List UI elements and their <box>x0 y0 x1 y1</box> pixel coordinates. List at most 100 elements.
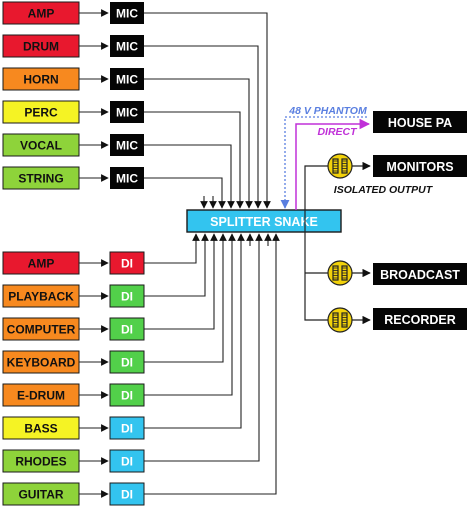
di-to-splitter-wire <box>144 233 209 297</box>
transformer-disc <box>327 153 353 179</box>
di-to-splitter-wire <box>144 233 236 396</box>
di-label: DI <box>121 455 133 469</box>
di-source-keyboard-label: KEYBOARD <box>7 356 76 370</box>
mic-label: MIC <box>116 40 138 54</box>
mic-source-drum-label: DRUM <box>23 40 59 54</box>
direct-annotation: DIRECT <box>317 126 358 138</box>
output-house-pa: HOUSE PA <box>373 111 467 133</box>
di-label: DI <box>121 422 133 436</box>
di-to-splitter-wire <box>144 233 263 462</box>
broadcast-label: BROADCAST <box>380 268 460 282</box>
di-source-guitar-label: GUITAR <box>18 488 63 502</box>
output-monitors: MONITORS <box>373 155 467 177</box>
di-source-e-drum-box <box>2 383 80 407</box>
mic-label: MIC <box>116 73 138 87</box>
di-label: DI <box>121 257 133 271</box>
mic-box <box>110 101 144 123</box>
mic-box <box>110 2 144 24</box>
mic-label: MIC <box>116 106 138 120</box>
di-source-computer-box <box>2 317 80 341</box>
di-box <box>109 449 145 473</box>
mic-box <box>110 167 144 189</box>
output-wires <box>280 116 371 325</box>
isolation-transformer-icon <box>327 307 353 333</box>
mic-to-splitter-wire <box>144 177 226 209</box>
mic-box <box>110 35 144 57</box>
di-label: DI <box>121 356 133 370</box>
di-box <box>109 251 145 275</box>
di-box <box>109 416 145 440</box>
direct-line <box>295 118 371 210</box>
mic-source-amp-box <box>2 1 80 25</box>
monitors-box <box>373 155 467 177</box>
di-source-keyboard-box <box>2 350 80 374</box>
mic-source-amp-label: AMP <box>28 7 55 21</box>
recorder-box <box>373 308 467 330</box>
di-source-rhodes-box <box>2 449 80 473</box>
mic-source-perc-label: PERC <box>24 106 58 120</box>
di-source-e-drum-label: E-DRUM <box>17 389 65 403</box>
connection-wires <box>79 9 280 498</box>
di-source-amp-label: AMP <box>28 257 55 271</box>
mic-source-perc-box <box>2 100 80 124</box>
mic-source-string-box <box>2 166 80 190</box>
mic-source-horn-label: HORN <box>23 73 58 87</box>
mic-to-splitter-wire <box>144 78 253 209</box>
source-column: AMPDRUMHORNPERCVOCALSTRINGAMPPLAYBACKCOM… <box>2 1 80 506</box>
di-source-amp-box <box>2 251 80 275</box>
mic-box <box>110 68 144 90</box>
di-to-splitter-wire <box>144 233 227 363</box>
output-recorder: RECORDER <box>373 308 467 330</box>
mic-source-horn-box <box>2 67 80 91</box>
di-source-bass-label: BASS <box>24 422 57 436</box>
mic-label: MIC <box>116 7 138 21</box>
isolated-trunk-bottom <box>304 232 328 321</box>
di-label: DI <box>121 389 133 403</box>
di-label: DI <box>121 488 133 502</box>
broadcast-box <box>373 263 467 285</box>
mic-label: MIC <box>116 139 138 153</box>
di-label: DI <box>121 290 133 304</box>
monitors-label: MONITORS <box>386 160 453 174</box>
transformer-disc <box>327 307 353 333</box>
di-to-splitter-wire <box>144 233 200 264</box>
di-source-computer-label: COMPUTER <box>7 323 76 337</box>
di-box <box>109 350 145 374</box>
mic-source-drum-box <box>2 34 80 58</box>
isolation-transformer-icon <box>327 260 353 286</box>
mic-to-splitter-wire <box>144 45 262 209</box>
isolated-trunk-top <box>304 165 328 232</box>
house-pa-label: HOUSE PA <box>388 116 452 130</box>
di-label: DI <box>121 323 133 337</box>
di-source-bass-box <box>2 416 80 440</box>
mic-di-column: MIC MIC MIC MIC MIC MIC DI DI DI DI DI DI DI DI <box>109 2 145 506</box>
di-box <box>109 317 145 341</box>
di-box <box>109 482 145 506</box>
di-box <box>109 284 145 308</box>
recorder-label: RECORDER <box>384 313 456 327</box>
output-broadcast: BROADCAST <box>373 263 467 285</box>
splitter-box <box>186 209 342 233</box>
di-to-splitter-wire <box>144 233 245 429</box>
mic-source-vocal-box <box>2 133 80 157</box>
mic-source-string-label: STRING <box>18 172 63 186</box>
di-source-guitar-box <box>2 482 80 506</box>
transformer-disc <box>327 260 353 286</box>
mic-to-splitter-wire <box>144 12 271 209</box>
mic-box <box>110 134 144 156</box>
di-source-playback-box <box>2 284 80 308</box>
mic-to-splitter-wire <box>144 111 244 209</box>
isolation-transformer-icon <box>327 153 353 179</box>
splitter-snake: SPLITTER SNAKE <box>186 209 342 233</box>
di-box <box>109 383 145 407</box>
isolated-annotation: ISOLATED OUTPUT <box>334 184 434 196</box>
mic-source-vocal-label: VOCAL <box>20 139 62 153</box>
di-to-splitter-wire <box>144 233 218 330</box>
phantom-line <box>280 116 367 209</box>
phantom-annotation: 48 V PHANTOM <box>288 105 367 117</box>
mic-label: MIC <box>116 172 138 186</box>
di-source-rhodes-label: RHODES <box>15 455 66 469</box>
di-to-splitter-wire <box>144 233 280 495</box>
mic-to-splitter-wire <box>144 144 235 209</box>
